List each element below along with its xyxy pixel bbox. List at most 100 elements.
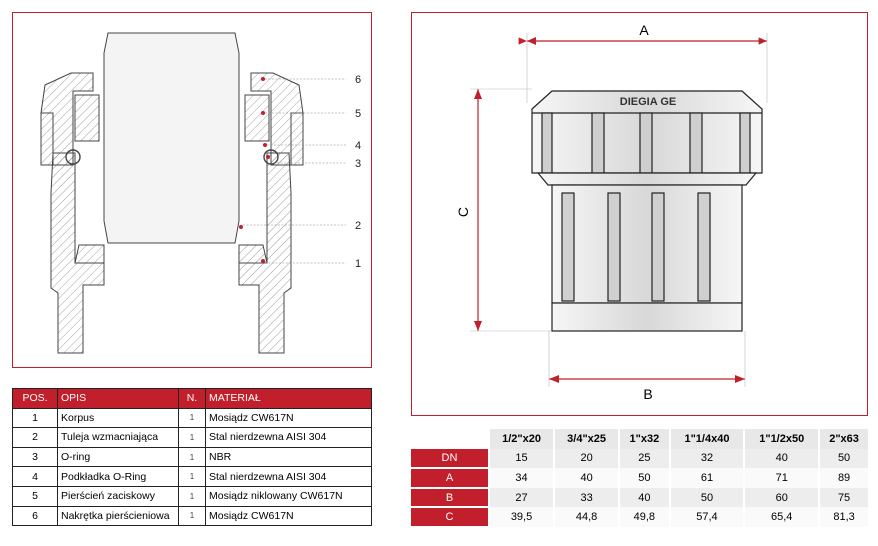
dimension-c: C [455,88,552,332]
dims-col-header: 1"1/4x40 [668,429,745,449]
dims-cell: 34 [487,468,555,488]
material-cell: Mosiądz niklowany CW617N [205,485,372,507]
pos-cell: 1 [12,407,58,429]
n-cell: 1 [178,407,206,429]
dims-cell: 50 [668,487,745,508]
callout-3: 3 [355,158,361,170]
dims-cell: 71 [743,468,820,488]
pos-cell: 5 [12,485,58,507]
desc-cell: Korpus [57,407,179,429]
desc-cell: Tuleja wzmacniająca [57,427,179,448]
n-cell: 1 [178,505,206,527]
dims-row-label: DN [411,448,489,470]
n-cell: 1 [178,446,206,468]
parts-header-row: POS. OPIS N. MATERIAŁ [12,388,372,409]
desc-cell: Podkładka O-Ring [57,466,179,487]
table-row: C 39,5 44,8 49,8 57,4 65,4 81,3 [411,507,868,528]
body-right [238,152,292,354]
pos-cell: 4 [12,466,58,487]
dims-cell: 89 [818,468,868,488]
dims-cell: 27 [487,487,555,508]
o-ring-left [65,149,81,165]
dims-cell: 32 [668,448,745,469]
dims-col-header: 3/4"x25 [553,429,620,449]
desc-cell: O-ring [57,446,179,468]
fitting-nut [531,90,763,186]
table-row: A 34 40 50 61 71 89 [411,468,868,489]
part-markers [239,77,270,263]
callout-6: 6 [355,74,361,86]
pos-cell: 6 [12,505,58,527]
callout-4: 4 [355,140,361,152]
callout-2: 2 [355,220,361,232]
dims-cell: 33 [553,487,620,508]
dims-col-header: 2"x63 [818,429,868,449]
dims-cell: 75 [818,487,868,508]
n-cell: 1 [178,466,206,487]
dims-cell: 50 [818,448,868,469]
dims-cell: 15 [487,448,555,469]
header-n: N. [178,388,206,409]
leader-lines [243,78,346,264]
fitting-body [551,184,743,332]
dims-col-header: 1/2"x20 [487,429,555,449]
dims-row-label: C [411,507,489,528]
dims-cell: 57,4 [668,507,745,527]
dims-cell: 60 [743,487,820,508]
desc-cell: Pierścień zaciskowy [57,485,179,507]
dims-cell: 25 [618,448,670,469]
material-cell: NBR [205,446,372,468]
dims-header-row: 1/2"x20 3/4"x25 1"x32 1"1/4x40 1"1/2x50 … [411,429,868,449]
dims-col-header: 1"1/2x50 [743,429,820,449]
table-row: 5 Pierścień zaciskowy 1 Mosiądz niklowan… [12,485,372,507]
dims-cell: 39,5 [487,507,555,527]
desc-cell: Nakrętka pierścieniowa [57,505,179,527]
dims-cell: 44,8 [553,507,620,527]
callout-5: 5 [355,108,361,120]
dimensions-table: 1/2"x20 3/4"x25 1"x32 1"1/4x40 1"1/2x50 … [411,429,868,528]
dims-cell: 61 [668,468,745,488]
brand-text: DIEGIA GE [620,96,676,108]
table-row: 3 O-ring 1 NBR [12,446,372,468]
dim-c-label: C [455,207,471,217]
pos-cell: 3 [12,446,58,468]
table-row: 6 Nakrętka pierścieniowa 1 Mosiądz CW617… [12,505,372,527]
reinforcement-sleeve [103,32,240,244]
dim-b-label: B [643,386,652,402]
header-material: MATERIAŁ [205,388,372,409]
clamp-ring-right [244,94,270,142]
o-ring-right [263,149,279,165]
callout-1: 1 [355,258,361,270]
material-cell: Stal nierdzewna AISI 304 [205,466,372,487]
header-desc: OPIS [57,388,179,409]
dimension-panel: A C B [411,12,868,416]
body-left [50,152,105,354]
table-row: 4 Podkładka O-Ring 1 Stal nierdzewna AIS… [12,466,372,487]
dims-cell: 40 [743,448,820,469]
dims-cell: 20 [553,448,620,469]
cross-section-drawing: 6 5 4 3 2 1 [40,32,361,354]
clamp-ring-left [74,94,100,142]
ring-nut-right [250,72,304,166]
dimension-a: A [518,22,768,103]
table-row: 1 Korpus 1 Mosiądz CW617N [12,407,372,429]
header-pos: POS. [12,388,58,409]
material-cell: Mosiądz CW617N [205,505,372,527]
n-cell: 1 [178,485,206,507]
dims-col-header: 1"x32 [618,429,670,449]
dims-cell: 50 [618,468,670,488]
material-cell: Mosiądz CW617N [205,407,372,429]
dims-cell: 65,4 [743,507,820,527]
dims-cell: 40 [618,487,670,508]
dimension-drawing: A C B [455,22,768,402]
cross-section-panel: 6 5 4 3 2 1 [12,12,372,368]
dims-header-blank [411,429,489,449]
dims-cell: 40 [553,468,620,488]
dim-a-label: A [639,22,649,38]
dims-cell: 49,8 [618,507,670,527]
ring-nut-left [40,72,94,166]
n-cell: 1 [178,427,206,448]
pos-cell: 2 [12,427,58,448]
dimension-b: B [548,331,746,402]
table-row: 2 Tuleja wzmacniająca 1 Stal nierdzewna … [12,427,372,448]
